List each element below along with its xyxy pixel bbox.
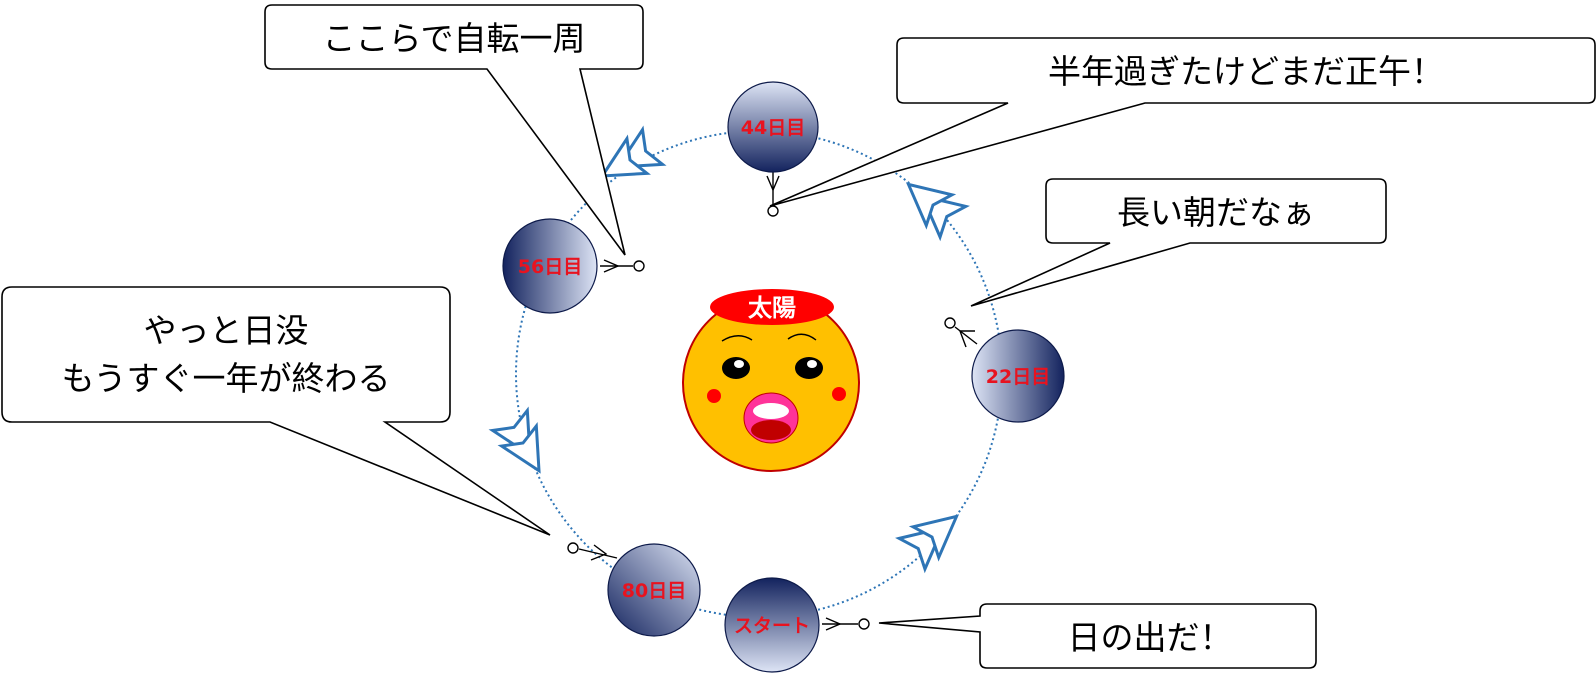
callout-sunset-text-line2: もうすぐ一年が終わる <box>61 359 390 398</box>
callout-long-morning-text: 長い朝だなぁ <box>1117 193 1315 232</box>
callout-sunrise: 日の出だ！ <box>878 603 1317 669</box>
sun-label: 太陽 <box>748 294 796 322</box>
callout-sunrise-text: 日の出だ！ <box>1068 618 1233 657</box>
callout-sunset: やっと日没 もうすぐ一年が終わる <box>1 286 551 536</box>
sun-eyebrow-right <box>787 333 817 341</box>
direction-arrow-icon <box>599 125 667 178</box>
planet-day22-label: 22日目 <box>986 366 1050 388</box>
observer-figure-day44 <box>766 172 780 217</box>
callout-long-morning: 長い朝だなぁ <box>970 178 1387 307</box>
callout-half-year: 半年過ぎたけどまだ正午！ <box>769 37 1596 207</box>
planet-start: スタート <box>724 577 820 673</box>
sun-eye-left <box>722 357 750 379</box>
planet-day44: 44日目 <box>727 81 819 173</box>
callout-rotation: ここらで自転一周 <box>264 4 644 256</box>
planet-day80: 80日目 <box>607 543 701 637</box>
observer-figure-start <box>822 617 870 631</box>
callout-half-year-text: 半年過ぎたけどまだ正午！ <box>1048 52 1444 91</box>
sun-cheek-left <box>707 389 721 403</box>
planet-day22: 22日目 <box>971 329 1065 423</box>
sun-cheek-right <box>832 387 846 401</box>
observer-figure-day22 <box>944 317 978 348</box>
planet-day56: 56日目 <box>502 218 598 314</box>
sun-eye-right <box>795 357 823 379</box>
observer-figure-day56 <box>600 259 645 273</box>
sun-label-band <box>710 289 834 325</box>
planet-day80-label: 80日目 <box>622 580 686 602</box>
callout-sunset-text-line1: やっと日没 <box>144 311 309 350</box>
sun-face: 太陽 <box>682 289 860 472</box>
planet-day56-label: 56日目 <box>518 256 582 278</box>
callout-rotation-text: ここらで自転一周 <box>322 19 585 58</box>
planet-day44-label: 44日目 <box>741 117 805 139</box>
direction-arrow-icon <box>488 406 541 474</box>
direction-arrow-icon <box>905 182 970 242</box>
planet-start-label: スタート <box>734 615 810 637</box>
direction-arrow-icon <box>895 514 960 574</box>
sun-eyebrow-left <box>721 335 753 342</box>
observer-figure-day80 <box>567 542 618 561</box>
